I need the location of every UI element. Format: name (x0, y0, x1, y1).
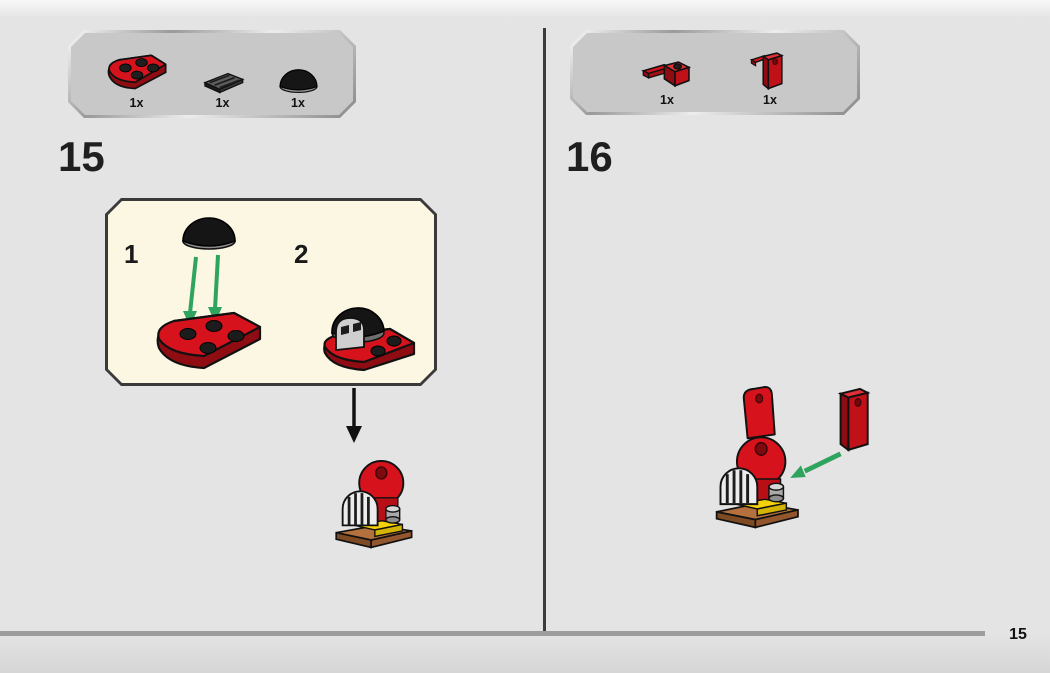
part-count: 1x (763, 93, 777, 107)
part-count: 1x (660, 93, 674, 107)
dark-grille-tile-icon (198, 67, 248, 95)
substep-2-diagram-icon (310, 283, 430, 378)
model-step-15 (327, 448, 419, 554)
callout-box-inner: 1 2 (108, 201, 434, 383)
red-plate-with-handle-icon (638, 55, 696, 92)
model-step-16-icon (715, 385, 871, 529)
part-black-dome: 1x (275, 63, 322, 110)
black-curved-slope-icon (275, 63, 322, 95)
parts-box-step-15-inner: 1x 1x (71, 33, 353, 115)
part-count: 1x (215, 96, 230, 110)
part-red-door-panel: 1x (748, 48, 792, 107)
substep-1-label: 1 (124, 239, 139, 269)
progress-bar (0, 631, 985, 636)
part-count: 1x (129, 96, 144, 110)
part-red-plate: 1x (103, 48, 171, 110)
red-plate-2x3-rounded-icon (103, 48, 171, 95)
part-grille-tile: 1x (198, 67, 248, 110)
model-step-15-icon (335, 460, 413, 549)
page-number: 15 (1009, 626, 1027, 643)
step-number-15: 15 (58, 133, 105, 180)
part-count: 1x (291, 96, 305, 110)
substep-1-art (146, 207, 276, 377)
model-step-16 (705, 384, 889, 541)
part-red-handle-plate: 1x (638, 55, 696, 107)
down-arrow-icon (344, 388, 364, 444)
column-divider (543, 28, 546, 631)
red-door-panel-icon (748, 48, 792, 92)
callout-box-step-15: 1 2 (105, 198, 437, 386)
parts-box-step-16-inner: 1x 1x (573, 33, 857, 112)
substep-2-art (310, 283, 430, 378)
substep-1-diagram-icon (146, 207, 276, 377)
parts-box-step-16: 1x 1x (570, 30, 860, 115)
step-number-16: 16 (566, 133, 613, 180)
parts-box-step-15: 1x 1x (68, 30, 356, 118)
substep-2-label: 2 (294, 239, 309, 269)
